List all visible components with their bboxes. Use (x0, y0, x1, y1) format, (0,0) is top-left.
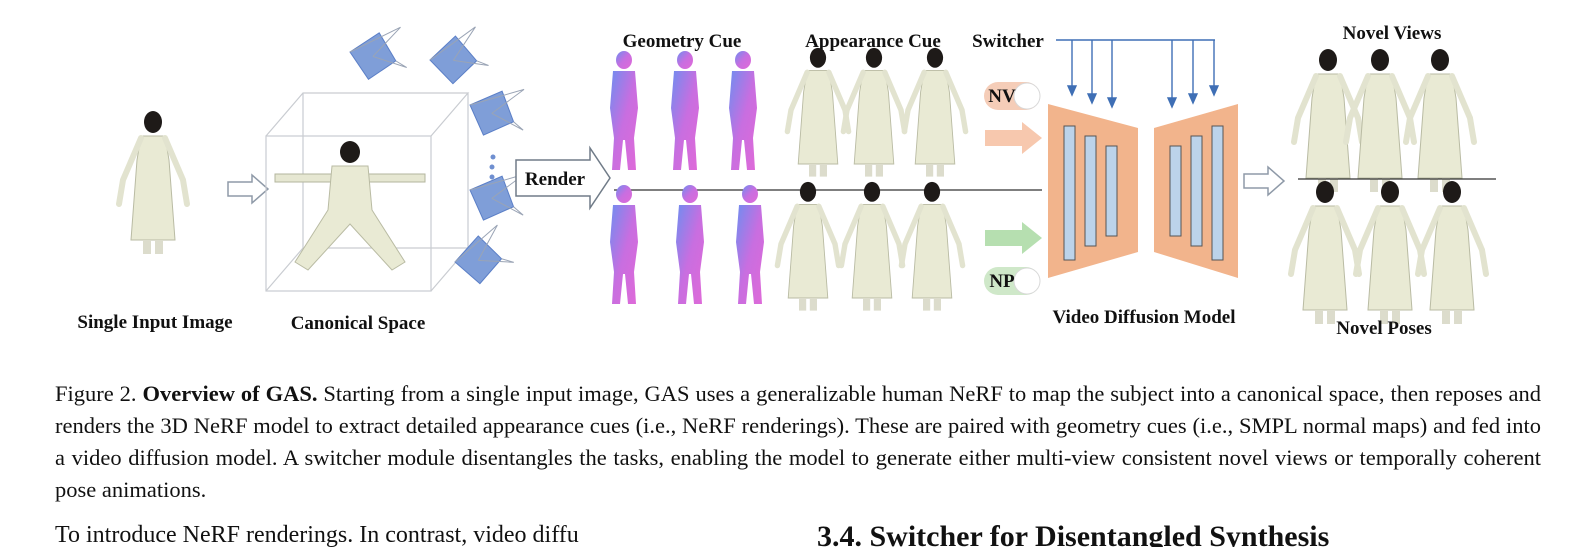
video-diffusion-model (1048, 104, 1238, 278)
np-arrow (985, 222, 1042, 254)
single-input-image (119, 111, 187, 254)
label-geometry-cue: Geometry Cue (623, 31, 742, 52)
canonical-avatar (274, 141, 426, 271)
caption-prefix: Figure 2. (55, 381, 137, 406)
body-text-fragment: To introduce NeRF renderings. In contras… (55, 522, 1555, 547)
appearance-cue-row-top (787, 48, 965, 177)
geometry-cue-row-top (610, 51, 757, 170)
render-arrow (515, 145, 611, 211)
hollow-arrow-1 (227, 173, 270, 205)
caption-body: Starting from a single input image, GAS … (55, 381, 1542, 502)
np-label: NP (989, 271, 1015, 292)
camera-icons (346, 24, 532, 291)
label-appearance-cue: Appearance Cue (805, 31, 941, 52)
label-render: Render (525, 169, 586, 190)
label-switcher: Switcher (972, 31, 1044, 52)
np-toggle[interactable]: NP (984, 267, 1041, 295)
label-novel-views: Novel Views (1343, 23, 1442, 44)
switcher-lines (1056, 39, 1220, 109)
section-heading: 3.4. Switcher for Disentangled Synthesis (817, 522, 1330, 547)
label-single-input-image: Single Input Image (77, 312, 232, 333)
label-canonical-space: Canonical Space (291, 313, 426, 334)
caption-title: Overview of GAS. (142, 381, 318, 406)
novel-views-images (1294, 49, 1474, 192)
geometry-cue-row-bottom (610, 185, 764, 304)
overview-figure: Single Input Image Canonical Space Rende… (77, 23, 1496, 339)
nv-label: NV (988, 86, 1016, 107)
label-video-diffusion-model: Video Diffusion Model (1053, 307, 1236, 328)
figure-caption: Figure 2. Overview of GAS. Starting from… (55, 378, 1541, 506)
nv-arrow (985, 122, 1042, 154)
nv-toggle[interactable]: NV (984, 82, 1041, 110)
appearance-cue-row-bottom (777, 182, 962, 311)
novel-poses-images (1291, 181, 1486, 324)
body-text-left: To introduce NeRF renderings. In contras… (55, 522, 579, 547)
canonical-space-cube (265, 92, 470, 292)
label-novel-poses: Novel Poses (1336, 318, 1432, 339)
hollow-arrow-output (1243, 165, 1286, 197)
